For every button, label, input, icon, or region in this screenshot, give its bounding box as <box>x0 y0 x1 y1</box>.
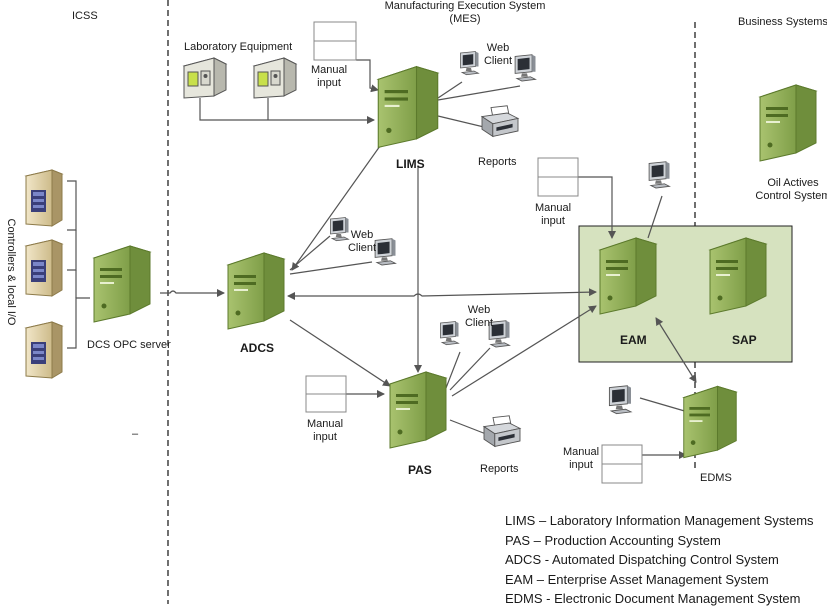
oil-actives-server-icon <box>759 84 817 162</box>
client-text: Client <box>464 317 494 329</box>
lab-equipment-label: Laboratory Equipment <box>184 41 293 53</box>
legend-item: PAS – Production Accounting System <box>505 532 721 548</box>
legend-item: EAM – Enterprise Asset Management System <box>505 571 769 587</box>
web-text: Web <box>486 42 510 54</box>
oil-actives-label: Oil Actives Control System <box>748 177 827 203</box>
controllers-label: Controllers & local I/O <box>5 218 17 326</box>
zone-business-label: Business Systems <box>738 16 827 28</box>
adcs-server-icon <box>227 252 285 330</box>
lims-server-icon <box>377 66 439 148</box>
oil-line1: Oil Actives <box>767 177 819 189</box>
dash-label: – <box>132 428 139 440</box>
connectors <box>67 59 697 459</box>
manual-text: Manual <box>534 202 572 214</box>
client-text: Client <box>483 55 513 67</box>
monitor-icon <box>648 161 670 189</box>
monitor-icon <box>460 51 479 76</box>
oil-line2: Control System <box>755 190 827 202</box>
adcs-label: ADCS <box>240 341 275 355</box>
manual-text: Manual <box>310 64 348 76</box>
web-text: Web <box>467 304 491 316</box>
printer-icon <box>481 105 519 137</box>
legend-item: ADCS - Automated Dispatching Control Sys… <box>505 552 779 567</box>
input-text: input <box>317 77 341 89</box>
edms-server-icon <box>683 385 737 459</box>
printer-icon <box>483 415 521 447</box>
zone-mes-line1: Manufacturing Execution System <box>384 0 546 12</box>
manual-text: Manual <box>306 418 344 430</box>
zone-mes-label: Manufacturing Execution System (MES) <box>380 0 550 26</box>
lab-equipment-icon <box>183 57 227 99</box>
lims-label: LIMS <box>396 157 425 171</box>
zone-icss-label: ICSS <box>72 10 98 22</box>
monitor-icon <box>440 321 459 346</box>
input-text: input <box>313 431 337 443</box>
controller-device-icon <box>25 239 63 297</box>
eam-label: EAM <box>620 333 647 347</box>
sap-label: SAP <box>732 333 757 347</box>
reports-label: Reports <box>478 156 517 168</box>
pas-label: PAS <box>408 463 432 477</box>
legend-item: EDMS - Electronic Document Management Sy… <box>505 591 801 606</box>
reports-label: Reports <box>480 463 519 475</box>
monitor-icon <box>514 54 536 82</box>
client-text: Client <box>347 242 377 254</box>
pas-server-icon <box>389 371 447 449</box>
dcs-opc-label: DCS OPC server <box>87 339 171 351</box>
dcs-opc-server-icon <box>93 245 151 323</box>
monitor-icon <box>608 385 632 415</box>
zone-mes-line2: (MES) <box>449 13 481 25</box>
input-text: input <box>541 215 565 227</box>
manual-input-boxes <box>305 21 643 484</box>
manual-text: Manual <box>562 446 600 458</box>
monitor-icon <box>374 238 396 266</box>
legend-item: LIMS – Laboratory Information Management… <box>505 513 814 528</box>
web-text: Web <box>350 229 374 241</box>
lab-equipment-icon <box>253 57 297 99</box>
edms-label: EDMS <box>700 472 732 484</box>
legend: LIMS – Laboratory Information Management… <box>505 511 814 609</box>
controller-device-icon <box>25 321 63 379</box>
controller-device-icon <box>25 169 63 227</box>
input-text: input <box>569 459 593 471</box>
